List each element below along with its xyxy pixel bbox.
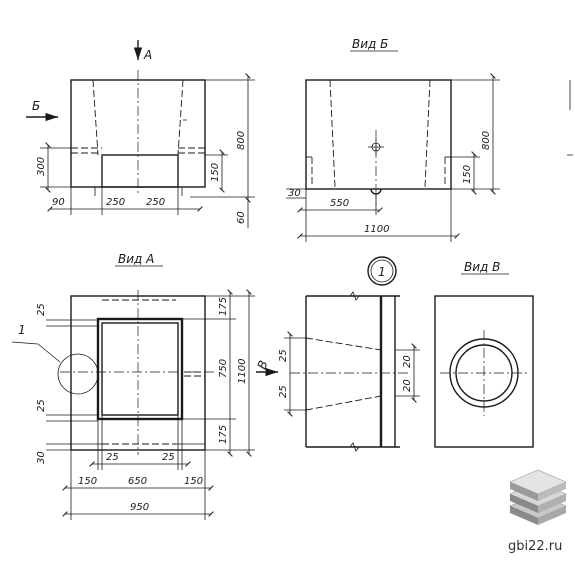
front-dim-300: 300 (36, 142, 71, 193)
section-callout-1: 1 (367, 256, 397, 286)
svg-text:25: 25 (278, 385, 289, 398)
svg-text:25: 25 (36, 303, 47, 316)
svg-text:650: 650 (128, 476, 147, 487)
svg-text:30: 30 (36, 451, 47, 464)
svg-text:1: 1 (18, 323, 26, 337)
svg-text:25: 25 (162, 452, 175, 463)
svg-text:250: 250 (146, 197, 165, 208)
plan-view (60, 290, 215, 455)
view-b-title: Вид Б (350, 37, 398, 52)
svg-text:750: 750 (218, 359, 229, 378)
svg-text:800: 800 (236, 131, 247, 150)
side-dims: 800 150 30 550 1100 (286, 73, 500, 242)
svg-text:90: 90 (52, 197, 65, 208)
stacked-slabs-icon (509, 469, 567, 525)
view-arrow-b: Б (26, 99, 58, 122)
front-dims-right: 800 150 60 (190, 73, 255, 228)
plan-dims-bottom: 25 25 150 650 150 950 (62, 415, 214, 520)
svg-text:25: 25 (106, 452, 119, 463)
svg-text:150: 150 (184, 476, 203, 487)
front-dims-bottom: 90 250 250 (47, 187, 203, 215)
svg-text:800: 800 (481, 131, 492, 150)
svg-text:20: 20 (402, 355, 413, 368)
section-view (290, 291, 410, 452)
arrow-a-label: А (143, 48, 152, 62)
side-view (305, 79, 452, 205)
svg-text:1: 1 (378, 265, 386, 279)
svg-text:25: 25 (278, 349, 289, 362)
view-arrow-v: В (255, 359, 278, 377)
svg-text:150: 150 (210, 163, 221, 182)
end-view-outline (434, 295, 534, 448)
side-outline (305, 79, 452, 190)
svg-text:300: 300 (36, 157, 47, 176)
svg-text:175: 175 (218, 297, 229, 316)
svg-text:950: 950 (130, 502, 149, 513)
svg-text:175: 175 (218, 425, 229, 444)
plan-dims-right: 175 750 175 1100 (182, 289, 255, 457)
svg-text:60: 60 (236, 211, 247, 224)
front-view (70, 70, 206, 196)
svg-text:30: 30 (288, 188, 301, 199)
svg-text:150: 150 (462, 165, 473, 184)
svg-text:25: 25 (36, 399, 47, 412)
end-view (434, 295, 534, 448)
svg-text:250: 250 (106, 197, 125, 208)
view-a-title: Вид А (115, 252, 163, 267)
section-dims: 25 25 20 20 (278, 331, 420, 417)
view-v-title: Вид В (461, 260, 509, 275)
arrow-v-label: В (255, 359, 271, 372)
plan-dims-left: 25 25 30 (36, 303, 98, 464)
svg-text:Вид А: Вид А (118, 252, 154, 266)
view-arrow-a: А (133, 40, 152, 62)
watermark-site[interactable]: gbi22.ru (508, 539, 562, 554)
arrow-b-label: Б (32, 99, 40, 113)
detail-callout: 1 (11, 323, 99, 395)
svg-text:20: 20 (402, 379, 413, 392)
svg-text:150: 150 (78, 476, 97, 487)
svg-text:1100: 1100 (364, 224, 389, 235)
front-opening (101, 154, 179, 188)
svg-text:Вид Б: Вид Б (352, 37, 388, 51)
svg-text:1100: 1100 (237, 359, 248, 384)
plan-inner-opening (96, 317, 184, 421)
svg-text:Вид В: Вид В (464, 260, 500, 274)
svg-text:550: 550 (330, 198, 349, 209)
